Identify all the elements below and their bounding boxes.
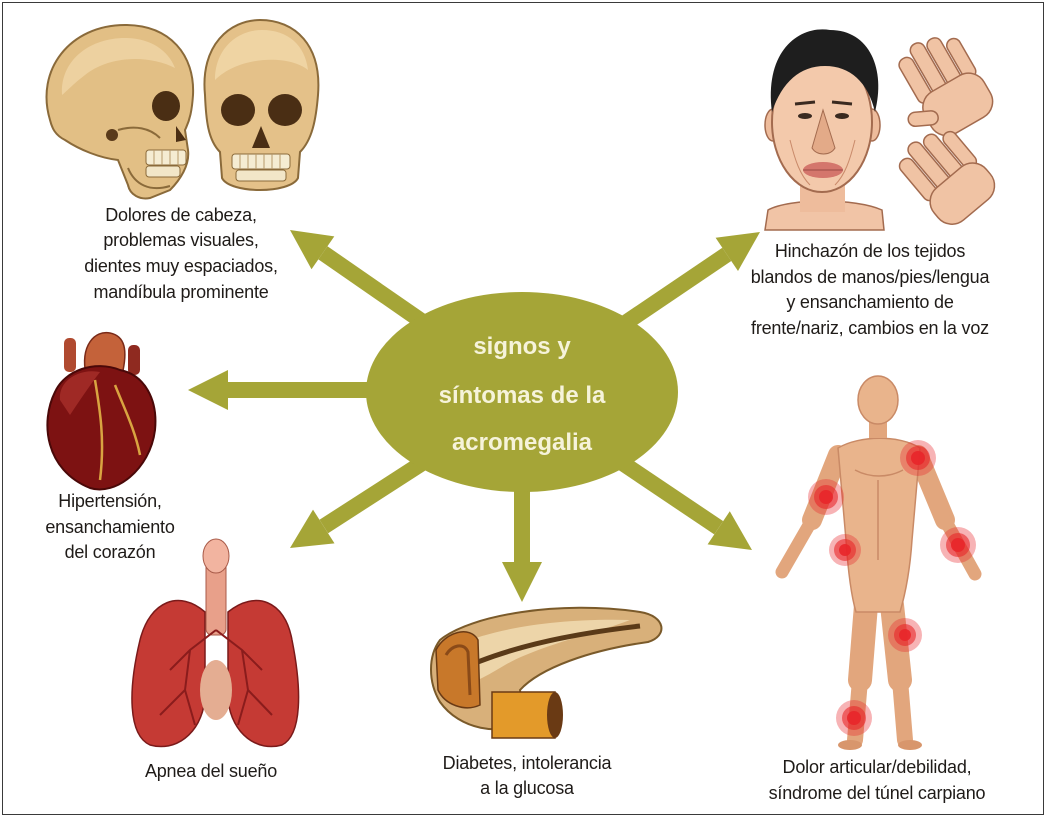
- joint-highlight-left-shoulder: [808, 479, 844, 515]
- joint-highlight-right-shoulder: [900, 440, 936, 476]
- arrowhead: [502, 562, 542, 602]
- arrow-shaft: [323, 253, 430, 327]
- caption-pancreas: Diabetes, intolerancia a la glucosa: [443, 753, 613, 798]
- swollen-hand-lower: [891, 117, 1002, 231]
- caption-line: ensanchamiento: [45, 517, 174, 537]
- arrow-to-head: [290, 230, 430, 327]
- caption-line: dientes muy espaciados,: [84, 256, 278, 276]
- joint-highlight-right-knee: [888, 618, 922, 652]
- arrow-to-soft-tissue: [615, 232, 760, 330]
- body-figure: [782, 376, 975, 750]
- caption-line: a la glucosa: [480, 778, 575, 798]
- caption-lungs: Apnea del sueño: [145, 761, 277, 781]
- swollen-face: [765, 29, 884, 230]
- caption-line: del corazón: [65, 542, 156, 562]
- caption-line: Diabetes, intolerancia: [443, 753, 613, 773]
- arrow-to-lungs: [290, 458, 430, 548]
- caption-line: y ensanchamiento de: [786, 292, 954, 312]
- caption-soft-tissue: Hinchazón de los tejidos blandos de mano…: [751, 241, 991, 338]
- swollen-hand-upper: [874, 23, 999, 152]
- caption-line: Hipertensión,: [58, 491, 161, 511]
- caption-line: Dolores de cabeza,: [105, 205, 257, 225]
- arrow-to-joints: [615, 458, 752, 550]
- arrow-shaft: [615, 254, 727, 330]
- pancreas-icon: [431, 608, 661, 738]
- arrowhead: [188, 370, 228, 410]
- skull-frontal: [204, 20, 318, 190]
- skull-profile: [47, 25, 194, 198]
- heart-icon: [47, 333, 155, 490]
- caption-head: Dolores de cabeza, problemas visuales, d…: [84, 205, 278, 302]
- caption-line: Dolor articular/debilidad,: [783, 757, 972, 777]
- skulls-icon: [47, 20, 319, 198]
- caption-line: frente/nariz, cambios en la voz: [751, 318, 989, 338]
- caption-line: blandos de manos/pies/lengua: [751, 267, 991, 287]
- center-title-line: síntomas de la: [439, 382, 606, 409]
- face-and-hands-icon: [765, 23, 1002, 231]
- joint-highlight-right-wrist: [940, 527, 976, 563]
- center-title-line: acromegalia: [452, 429, 593, 456]
- human-body-joints-icon: [782, 376, 976, 750]
- center-node: signos y síntomas de la acromegalia: [366, 292, 678, 492]
- arrow-to-heart: [188, 370, 385, 410]
- caption-line: mandíbula prominente: [93, 282, 268, 302]
- caption-line: Apnea del sueño: [145, 761, 277, 781]
- arrow-shaft: [615, 458, 719, 528]
- caption-heart: Hipertensión, ensanchamiento del corazón: [45, 491, 174, 562]
- caption-line: Hinchazón de los tejidos: [775, 241, 966, 261]
- caption-line: síndrome del túnel carpiano: [769, 783, 986, 803]
- lungs-icon: [132, 539, 299, 747]
- center-title-line: signos y: [473, 333, 571, 360]
- arrow-shaft: [324, 458, 430, 527]
- caption-line: problemas visuales,: [103, 230, 258, 250]
- joint-highlight-left-ankle: [836, 700, 872, 736]
- joint-highlight-left-hip: [829, 534, 861, 566]
- caption-joints: Dolor articular/debilidad, síndrome del …: [769, 757, 986, 803]
